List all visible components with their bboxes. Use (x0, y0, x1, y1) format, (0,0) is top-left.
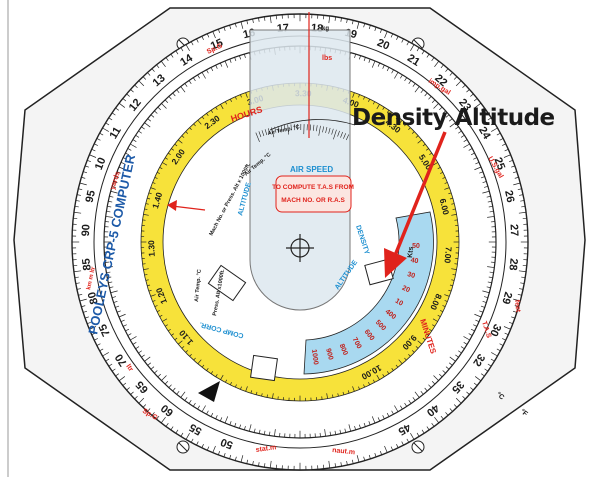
screw-icon (177, 441, 189, 453)
unit-deg-f: °F (519, 407, 530, 418)
callout-title: Density Altitude (352, 105, 555, 131)
unit-feet: feet (513, 299, 521, 313)
outer-scale-number: 95 (84, 189, 98, 204)
compute-box (276, 176, 351, 212)
kts-label: Kts (407, 246, 415, 258)
outer-scale-number: 28 (506, 258, 519, 271)
unit-kg: kg (322, 26, 329, 32)
air-speed-label: AIR SPEED (290, 165, 333, 174)
time-label: 1.30 (146, 240, 157, 257)
screw-icon (412, 441, 424, 453)
outer-scale-number: 90 (80, 224, 93, 237)
outer-scale-number: 27 (507, 224, 520, 237)
unit-lbs: lbs (322, 55, 332, 62)
time-label: 7.00 (442, 246, 453, 264)
compute-line1: TO COMPUTE T.A.S FROM (272, 184, 354, 191)
outer-scale-number: 26 (502, 189, 516, 204)
comp-corr-window (251, 355, 278, 380)
compute-line2: MACH NO. OR R.A.S (281, 197, 345, 204)
